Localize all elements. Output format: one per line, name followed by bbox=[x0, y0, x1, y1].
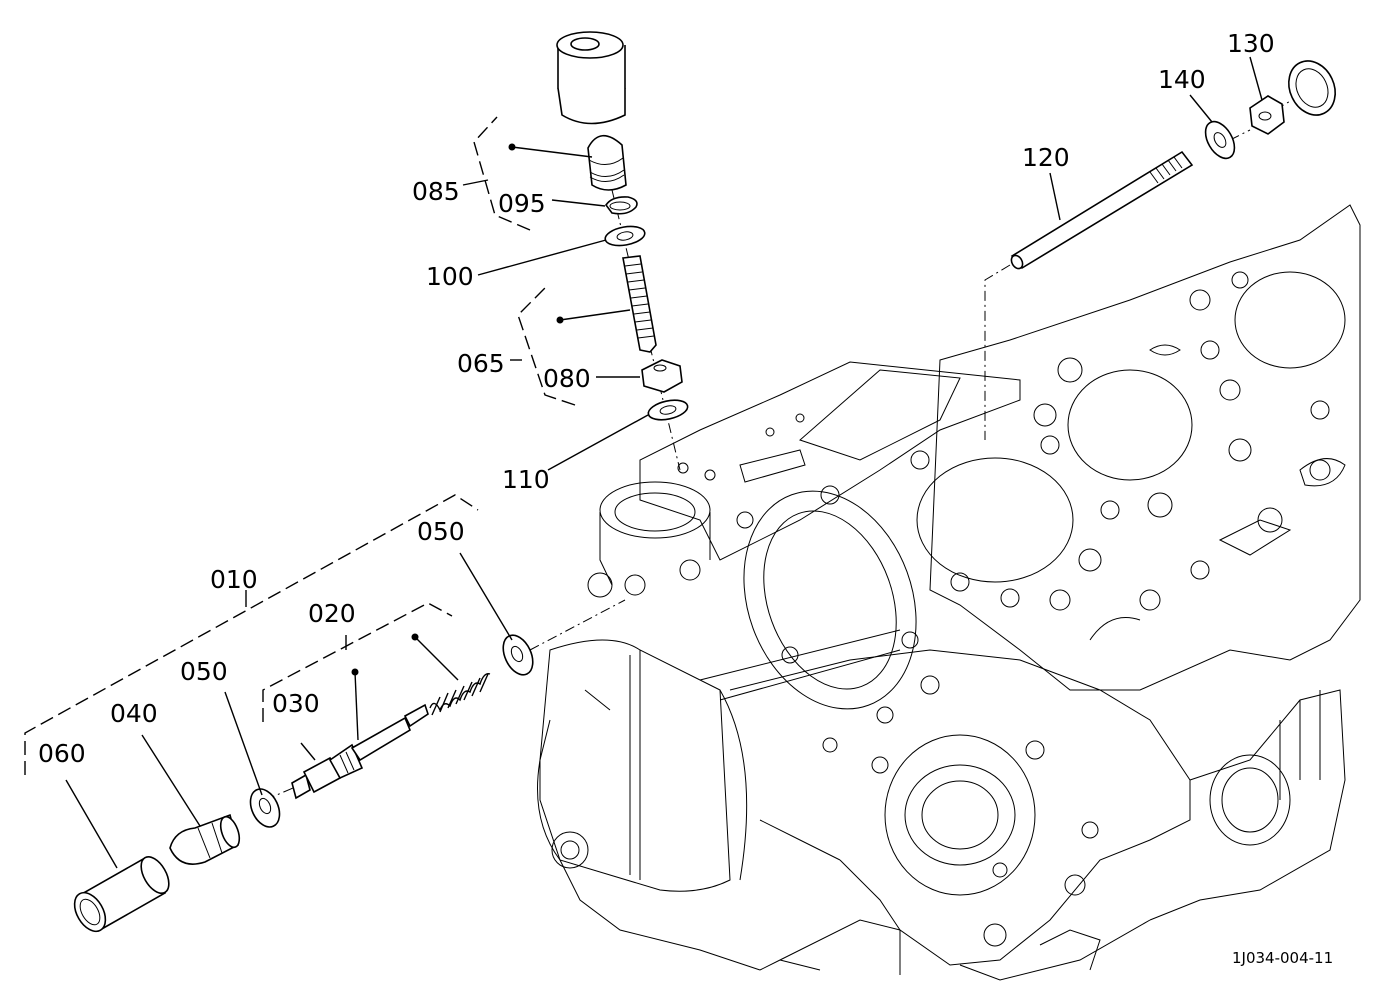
bracket-010 bbox=[24, 494, 479, 775]
label-050-lower: 050 bbox=[180, 657, 228, 686]
nut-130 bbox=[1249, 95, 1285, 135]
washer-140 bbox=[1204, 120, 1236, 160]
relief-valve-cap bbox=[556, 31, 626, 125]
label-095: 095 bbox=[498, 189, 546, 218]
valve-030 bbox=[291, 703, 429, 800]
label-110: 110 bbox=[502, 465, 550, 494]
assembly-brackets bbox=[24, 116, 576, 775]
label-060: 060 bbox=[38, 739, 86, 768]
label-010: 010 bbox=[210, 565, 258, 594]
label-140: 140 bbox=[1158, 65, 1206, 94]
nut-080 bbox=[641, 359, 683, 393]
label-020: 020 bbox=[308, 599, 356, 628]
bracket-065 bbox=[517, 287, 576, 406]
label-065: 065 bbox=[457, 349, 505, 378]
label-050-upper: 050 bbox=[417, 517, 465, 546]
label-080: 080 bbox=[543, 364, 591, 393]
bracket-085 bbox=[473, 116, 531, 231]
snap-ring-095 bbox=[605, 196, 638, 215]
engine-block bbox=[537, 204, 1361, 981]
washer-110 bbox=[647, 399, 689, 421]
seal-ring bbox=[1288, 60, 1336, 116]
washer-050-lower bbox=[249, 788, 281, 828]
label-130: 130 bbox=[1227, 29, 1275, 58]
stud-bolt-120 bbox=[1010, 150, 1194, 270]
label-030: 030 bbox=[272, 689, 320, 718]
label-120: 120 bbox=[1022, 143, 1070, 172]
label-100: 100 bbox=[426, 262, 474, 291]
label-040: 040 bbox=[110, 699, 158, 728]
adjusting-screw-065 bbox=[622, 255, 657, 353]
washer-050-upper bbox=[502, 634, 534, 676]
plug-085 bbox=[587, 134, 627, 191]
label-085: 085 bbox=[412, 177, 460, 206]
diagram-reference-code: 1J034-004-11 bbox=[1232, 949, 1333, 967]
part-labels: 010 020 030 040 050 050 060 065 080 085 … bbox=[38, 29, 1275, 768]
washer-100 bbox=[604, 225, 646, 247]
leader-lines bbox=[65, 56, 1263, 869]
plug-040 bbox=[169, 813, 241, 865]
spring-020 bbox=[429, 673, 491, 716]
sleeve-060 bbox=[73, 856, 170, 933]
